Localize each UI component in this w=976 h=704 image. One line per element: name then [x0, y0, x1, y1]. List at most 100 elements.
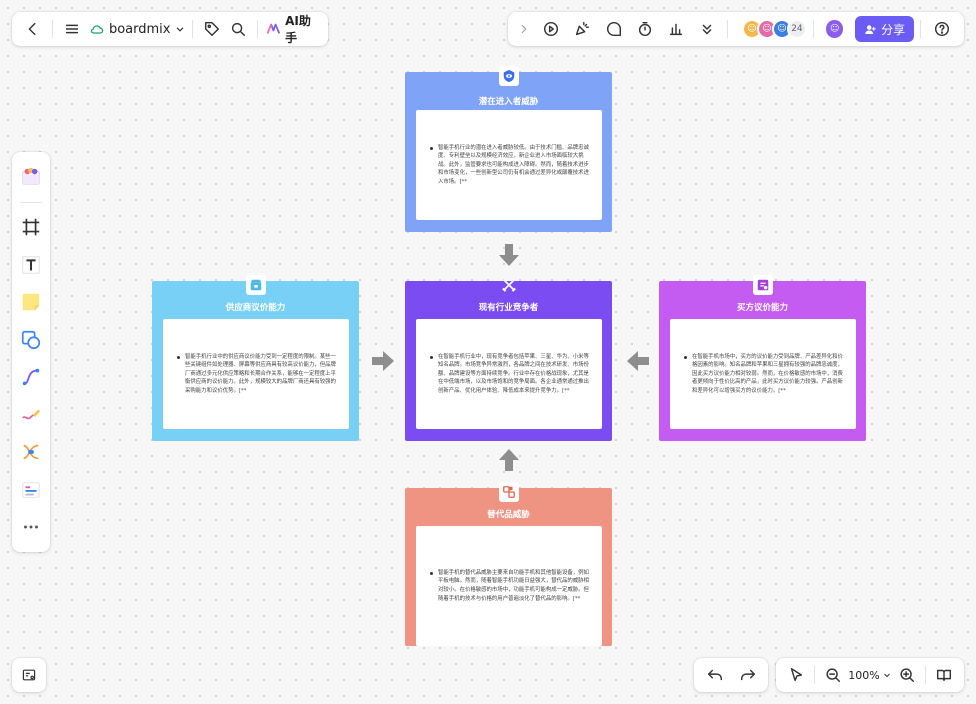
arrow-up [497, 448, 521, 472]
ai-logo-icon [267, 23, 281, 34]
template-tool[interactable] [16, 162, 46, 192]
divider [813, 666, 815, 684]
card-rivalry[interactable]: 现有行业竞争者 在智能手机行业中，现有竞争者包括苹果、三星、华为、小米等知名品牌… [405, 279, 612, 441]
card-badge [499, 275, 519, 295]
timer-button[interactable] [631, 15, 658, 43]
arrow-right-icon [372, 351, 394, 371]
text-tool[interactable] [16, 250, 46, 280]
present-button[interactable] [538, 15, 565, 43]
card-text: 智能手机的替代品威胁主要来自功能手机和其他智能设备，例如平板电脑。然而，随着智能… [430, 569, 590, 603]
table-tool[interactable] [16, 475, 46, 505]
select-tool-button[interactable] [782, 661, 810, 689]
ai-assistant-button[interactable]: AI助手 [266, 12, 320, 46]
redo-button[interactable] [734, 661, 762, 689]
card-text: 在智能手机行业中，现有竞争者包括苹果、三星、华为、小米等知名品牌。市场竞争异常激… [430, 353, 590, 396]
top-right-toolbar: ☺ ☺ ☺ 24 ☺ 分享 [508, 12, 964, 46]
text-icon [22, 256, 40, 274]
table-icon [22, 481, 40, 498]
arrow-down-icon [499, 244, 519, 266]
more-tools-button[interactable] [16, 512, 46, 542]
card-potential-entrants[interactable]: 潜在进入者威胁 智能手机行业的潜在进入者威胁较低。由于技术门槛、品牌忠诚度、专利… [405, 66, 612, 232]
card-title: 供应商议价能力 [225, 303, 286, 313]
pen-tool[interactable] [16, 400, 46, 430]
arrow-up-icon [499, 449, 519, 471]
book-icon [936, 669, 951, 682]
zoom-level: 100% [848, 668, 880, 682]
zoom-controls: 100% [776, 658, 964, 692]
card-supplier-power[interactable]: 供应商议价能力 智能手机行业中的供应商议价能力受到一定程度的限制。某些一些关键组… [152, 275, 359, 441]
arrow-left-icon [627, 351, 649, 371]
arrow-right [371, 349, 395, 373]
double-chevron-down-icon [703, 24, 712, 35]
file-name: boardmix [108, 21, 171, 37]
card-content: 智能手机行业的潜在进入者威胁较低。由于技术门槛、品牌忠诚度、专利壁垒以及规模经济… [416, 110, 602, 220]
substitute-icon [502, 486, 515, 498]
undo-button[interactable] [701, 661, 729, 689]
arrow-left [626, 349, 650, 373]
sticky-note-tool[interactable] [16, 287, 46, 317]
card-badge [498, 482, 519, 502]
top-left-toolbar: boardmix AI助手 [12, 12, 328, 46]
share-button[interactable]: 分享 [855, 16, 914, 42]
divider [20, 201, 42, 203]
frame-tool[interactable] [16, 212, 46, 242]
undo-icon [707, 669, 722, 681]
card-text: 智能手机行业中的供应商议价能力受到一定程度的限制。某些一些关键组件如处理器、屏幕… [177, 353, 337, 396]
redo-icon [740, 669, 755, 681]
card-content: 在智能手机行业中，现有竞争者包括苹果、三星、华为、小米等知名品牌。市场竞争异常激… [416, 319, 602, 429]
vote-button[interactable] [663, 15, 690, 43]
divider [192, 20, 194, 38]
chevron-right-icon [521, 24, 527, 34]
zoom-in-button[interactable] [893, 661, 921, 689]
connector-tool[interactable] [16, 362, 46, 392]
zoom-out-icon [825, 668, 840, 683]
card-content: 在智能手机市场中，买方的议价能力受到品牌、产品差异化和价格因素的影响。知名品牌和… [670, 319, 856, 429]
collaborators-group[interactable]: ☺ ☺ ☺ 24 [741, 19, 807, 39]
party-popper-icon [576, 21, 590, 36]
back-button[interactable] [20, 15, 46, 43]
sticky-note-icon [22, 293, 40, 311]
shape-icon [21, 330, 41, 349]
zoom-out-button[interactable] [819, 661, 847, 689]
file-name-dropdown[interactable]: boardmix [89, 21, 187, 37]
shape-tool[interactable] [16, 325, 46, 355]
more-tools-button[interactable] [694, 15, 721, 43]
minimap-button[interactable] [12, 658, 46, 692]
divider [52, 20, 53, 38]
celebrate-button[interactable] [569, 15, 596, 43]
chevron-down-icon [883, 673, 890, 678]
cursor-icon [790, 667, 803, 682]
divider [919, 20, 921, 38]
card-text: 在智能手机市场中，买方的议价能力受到品牌、产品差异化和价格因素的影响。知名品牌和… [684, 353, 844, 396]
menu-button[interactable] [59, 15, 85, 43]
pen-icon [22, 409, 41, 420]
help-icon [935, 21, 950, 37]
arrow-down [497, 243, 521, 267]
help-button[interactable] [929, 15, 956, 43]
ai-assistant-label: AI助手 [285, 14, 311, 45]
purchase-icon [757, 279, 768, 291]
tag-button[interactable] [199, 15, 225, 43]
template-icon [22, 167, 40, 185]
share-label: 分享 [881, 22, 906, 37]
mindmap-icon [23, 444, 39, 460]
guide-button[interactable] [930, 661, 958, 689]
divider [726, 20, 728, 38]
search-button[interactable] [225, 15, 251, 43]
timer-icon [638, 21, 651, 37]
current-user-avatar[interactable]: ☺ [823, 18, 846, 40]
card-substitute-threat[interactable]: 替代品威胁 智能手机的替代品威胁主要来自功能手机和其他智能设备，例如平板电脑。然… [405, 482, 612, 646]
card-buyer-power[interactable]: 买方议价能力 在智能手机市场中，买方的议价能力受到品牌、产品差异化和价格因素的影… [659, 275, 866, 441]
zoom-level-dropdown[interactable]: 100% [848, 669, 891, 682]
comment-button[interactable] [600, 15, 627, 43]
collapse-toolbar-button[interactable] [516, 15, 532, 43]
card-badge [498, 66, 519, 86]
eye-icon [503, 69, 514, 83]
mindmap-tool[interactable] [16, 437, 46, 467]
search-icon [232, 22, 246, 37]
minimap-icon [22, 669, 36, 681]
frame-icon [22, 218, 40, 236]
card-badge [245, 275, 266, 295]
divider [257, 20, 259, 38]
chevron-down-icon [177, 27, 184, 32]
